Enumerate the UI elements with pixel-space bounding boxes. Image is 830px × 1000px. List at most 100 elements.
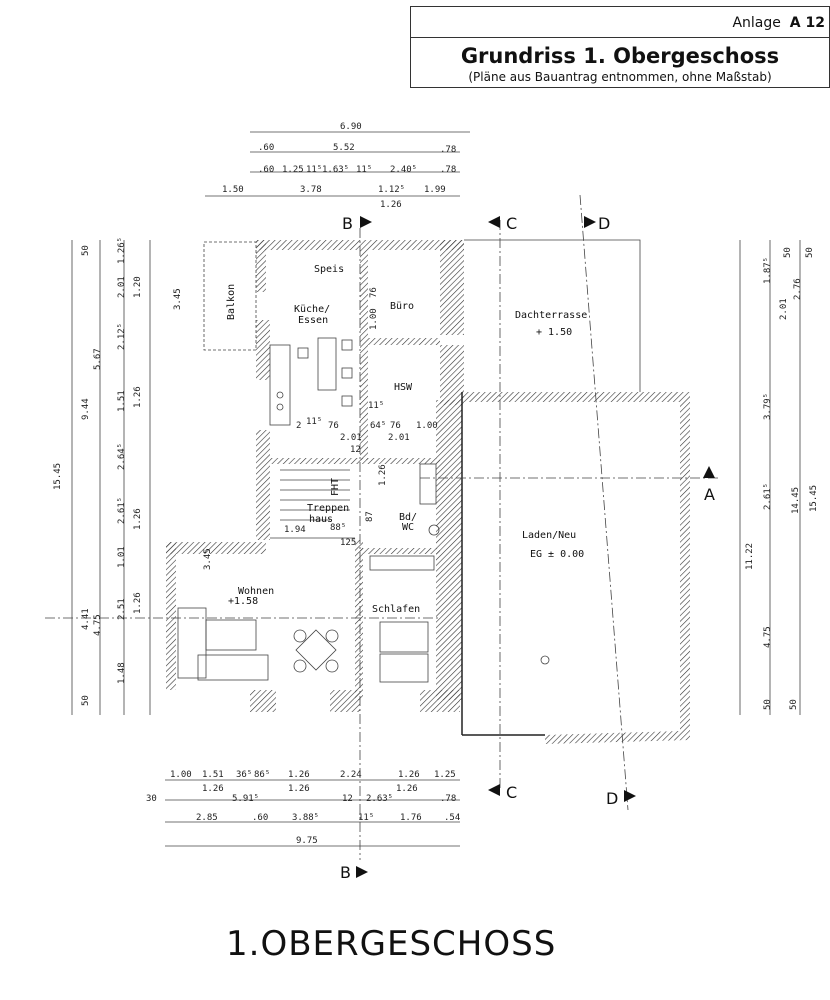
dim-right: 50 [783, 247, 793, 258]
balcony-outline [203, 241, 257, 351]
dim-bottom: 1.26 [396, 784, 418, 794]
wall-inner-schlafen-north [360, 548, 440, 554]
dim-inner: 64⁵ [370, 421, 386, 431]
dim-top: .60 [258, 165, 274, 175]
dimension-chains [71, 131, 801, 847]
dim-bottom: 1.26 [202, 784, 224, 794]
kitchen-counter [269, 344, 291, 426]
dim-bottom: 1.25 [434, 770, 456, 780]
arrow-c-top-icon [488, 216, 500, 228]
dimensions-right: 15.45 14.45 11.22 4.75 3.79⁵ 2.61⁵ 2.76 … [745, 247, 819, 710]
section-lines [45, 194, 720, 860]
wall-east-lower [436, 400, 462, 700]
bed-top [379, 621, 429, 653]
dim-bottom: 1.26 [398, 770, 420, 780]
wall-west-upper [256, 240, 266, 292]
label-laden: Laden/Neu [522, 530, 576, 541]
dim-top: 1.99 [424, 185, 446, 195]
dim-bottom: 30 [146, 794, 157, 804]
dim-right: 3.79⁵ [763, 393, 773, 420]
label-kueche: Küche/ [294, 304, 330, 315]
section-d-bottom: D [606, 789, 618, 808]
dim-right: 14.45 [791, 487, 801, 514]
dim-inner: 1.00 [369, 308, 379, 330]
dim-left: 4.41 [81, 608, 91, 630]
dim-top: 1.50 [222, 185, 244, 195]
dim-inner: 1.26 [378, 464, 388, 486]
wall-east-hsw [440, 345, 464, 405]
dim-left: 1.26 [133, 508, 143, 530]
dim-top: 6.90 [340, 122, 362, 132]
arrow-b-bottom-icon [356, 866, 368, 878]
label-dachterrasse: Dachterrasse [515, 310, 587, 321]
dining-table-round [295, 629, 337, 671]
dim-inner: 11⁵ [306, 417, 322, 427]
dining-table [317, 337, 337, 391]
dim-left: 1.26 [133, 592, 143, 614]
dim-right: 50 [763, 699, 773, 710]
dim-right: 2.61⁵ [763, 483, 773, 510]
dim-inner: 76 [390, 421, 401, 431]
dim-bottom: 1.26 [288, 784, 310, 794]
dim-inner: 12 [350, 445, 361, 455]
dimensions-left: 15.45 9.44 5.67 4.41 4.75 2.51 1.26 1.48… [53, 237, 213, 706]
attachment-prefix: Anlage [732, 15, 781, 31]
dim-bottom: 2.85 [196, 813, 218, 823]
dimensions-bottom: 1.00 1.51 36⁵ 86⁵ 1.26 2.24 1.26 1.25 1.… [146, 770, 460, 846]
dim-bottom: 1.51 [202, 770, 224, 780]
dim-left: 2.61⁵ [117, 497, 127, 524]
label-balkon: Balkon [226, 284, 237, 320]
dim-bottom: .54 [444, 813, 460, 823]
dim-inner: 1.94 [284, 525, 306, 535]
label-treppenhaus-1: Treppen [307, 503, 349, 514]
dim-bottom: 1.00 [170, 770, 192, 780]
dim-top: .78 [440, 145, 456, 155]
sofa-bottom [197, 654, 269, 681]
dim-left: 9.44 [81, 398, 91, 420]
dim-top: 11⁵ [306, 165, 322, 175]
wall-wohnen-south-a [250, 690, 276, 712]
wall-inner-stair-north [270, 458, 440, 464]
arrow-d-bottom-icon [624, 790, 636, 802]
exterior-walls [166, 240, 690, 744]
dim-inner: 125 [340, 538, 356, 548]
dim-left: 1.26 [133, 386, 143, 408]
shower [419, 463, 437, 505]
title-block-divider [411, 37, 829, 38]
dim-right: 1.87⁵ [763, 257, 773, 284]
label-buero: Büro [390, 301, 414, 312]
dim-left: 1.26⁵ [117, 237, 127, 264]
label-wc: WC [402, 522, 414, 533]
dim-top: 2.40⁵ [390, 165, 417, 175]
section-markers: B B C C D D A [340, 214, 715, 882]
arrow-b-top-icon [360, 216, 372, 228]
dim-inner: 11⁵ [368, 401, 384, 411]
label-wohnen-level: +1.58 [228, 596, 258, 607]
dim-bottom: 9.75 [296, 836, 318, 846]
dim-left: 2.64⁵ [117, 443, 127, 470]
page-title: Grundriss 1. Obergeschoss [460, 44, 780, 68]
roof-terrace-outline [464, 239, 641, 392]
title-block: Anlage A 12 Grundriss 1. Obergeschoss (P… [410, 6, 830, 88]
furniture [177, 337, 550, 683]
label-essen: Essen [298, 315, 328, 326]
dim-bottom: 1.76 [400, 813, 422, 823]
wall-west-stair [256, 430, 270, 540]
section-a-right: A [704, 485, 715, 504]
sofa-left [177, 607, 207, 679]
dim-bottom: 36⁵ [236, 770, 252, 780]
dim-inner: 76 [369, 287, 379, 298]
staircase [270, 469, 355, 539]
dim-inner: 1.00 [416, 421, 438, 431]
section-c-bottom: C [506, 783, 517, 802]
plan-caption: 1.OBERGESCHOSS [226, 924, 556, 964]
dim-left: 5.67 [93, 348, 103, 370]
dim-left: 3.45 [203, 548, 213, 570]
dim-left: 2.12⁵ [117, 323, 127, 350]
dim-inner: 2.01 [388, 433, 410, 443]
dim-left: 1.51 [117, 390, 127, 412]
dim-left: 2.01 [117, 276, 127, 298]
dim-bottom: .60 [252, 813, 268, 823]
sofa-main [205, 619, 257, 651]
dim-left: 50 [81, 245, 91, 256]
